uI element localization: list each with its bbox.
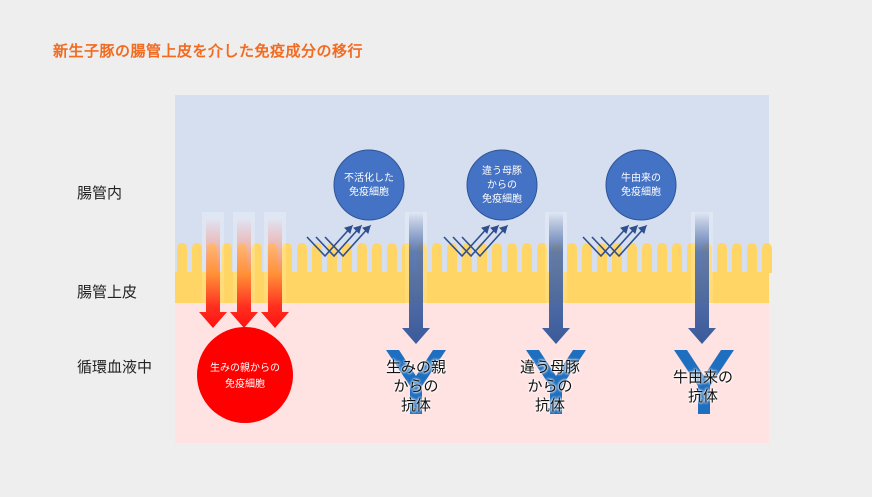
antibody-y-icon (526, 350, 586, 414)
villus (732, 243, 742, 273)
reflected-arrow-line (315, 225, 362, 258)
reflected-arrow (443, 224, 491, 258)
cell-label-birth-mother: 生みの親からの 免疫細胞 (210, 363, 280, 390)
row-label-blood: 循環血液中 (77, 358, 153, 376)
cell-bovine (605, 149, 677, 221)
blue-transfer-arrows (402, 212, 716, 344)
blue-down-arrow (402, 212, 430, 344)
villus (642, 243, 652, 273)
blue-down-arrow (688, 212, 716, 344)
cell-other-sow (466, 149, 538, 221)
reflected-arrow (452, 224, 500, 258)
villus (507, 243, 517, 273)
villus (522, 243, 532, 273)
reflected-arrow (315, 224, 363, 258)
villus (357, 243, 367, 273)
villus (762, 243, 772, 273)
villus (492, 243, 502, 273)
row-label-lumen: 腸管内 (77, 184, 123, 202)
villus (192, 243, 202, 273)
reflected-arrows-group (306, 224, 648, 258)
reflected-arrow-line (443, 225, 490, 258)
cell-label-other-sow: 違う母豚 からの 免疫細胞 (482, 166, 522, 205)
reflected-arrow-head (499, 224, 509, 234)
reflected-arrow-head (620, 224, 630, 234)
reflected-arrow-line (591, 225, 638, 258)
reflected-arrow (461, 224, 509, 258)
villus (672, 243, 682, 273)
row-label-epithelium: 腸管上皮 (77, 283, 138, 301)
reflected-arrow-line (582, 225, 629, 258)
antibody-label-bovine: 牛由来の 抗体 (672, 368, 733, 405)
reflected-arrow (600, 224, 648, 258)
villus (627, 243, 637, 273)
villus (342, 243, 352, 273)
antibody-y-icon (674, 350, 734, 414)
villus (537, 243, 547, 273)
red-down-arrow (230, 218, 258, 328)
villus (567, 243, 577, 273)
antibody-y-icon (386, 350, 446, 414)
reflected-arrow (306, 224, 354, 258)
reflected-arrow-head (638, 224, 648, 234)
red-transfer-arrows (199, 218, 289, 328)
antibody-group (386, 350, 734, 414)
reflected-arrow (591, 224, 639, 258)
page-title: 新生子豚の腸管上皮を介した免疫成分の移行 (53, 42, 364, 60)
reflected-arrow (582, 224, 630, 258)
antibody-label-other-sow: 違う母豚 からの 抗体 (519, 358, 580, 414)
blue-down-arrow (542, 212, 570, 344)
reflected-arrow-head (353, 224, 363, 234)
villus (387, 243, 397, 273)
reflected-arrow-line (324, 225, 371, 258)
villus (297, 243, 307, 273)
reflected-arrow-head (344, 224, 354, 234)
reflected-arrow-head (481, 224, 491, 234)
villus (177, 243, 187, 273)
reflected-arrow-head (362, 224, 372, 234)
villus (582, 243, 592, 273)
reflected-arrow-head (490, 224, 500, 234)
reflected-arrow (324, 224, 372, 258)
red-down-arrow (199, 218, 227, 328)
reflected-arrow-line (461, 225, 508, 258)
red-down-arrow (261, 218, 289, 328)
villus (657, 243, 667, 273)
cell-birth-mother (197, 327, 293, 423)
reflected-arrow-line (600, 225, 647, 258)
reflected-arrow-head (629, 224, 639, 234)
cell-label-inactivated: 不活化した 免疫細胞 (344, 173, 394, 198)
villus (462, 243, 472, 273)
villus (747, 243, 757, 273)
villus (372, 243, 382, 273)
cell-inactivated (333, 149, 405, 221)
cell-label-bovine: 牛由来の 免疫細胞 (621, 173, 661, 198)
villus (222, 243, 232, 273)
reflected-arrow-line (452, 225, 499, 258)
villus (432, 243, 442, 273)
antibody-label-birth-mother: 生みの親 からの 抗体 (385, 358, 446, 414)
villus (717, 243, 727, 273)
villus (447, 243, 457, 273)
reflected-arrow-line (306, 225, 353, 258)
